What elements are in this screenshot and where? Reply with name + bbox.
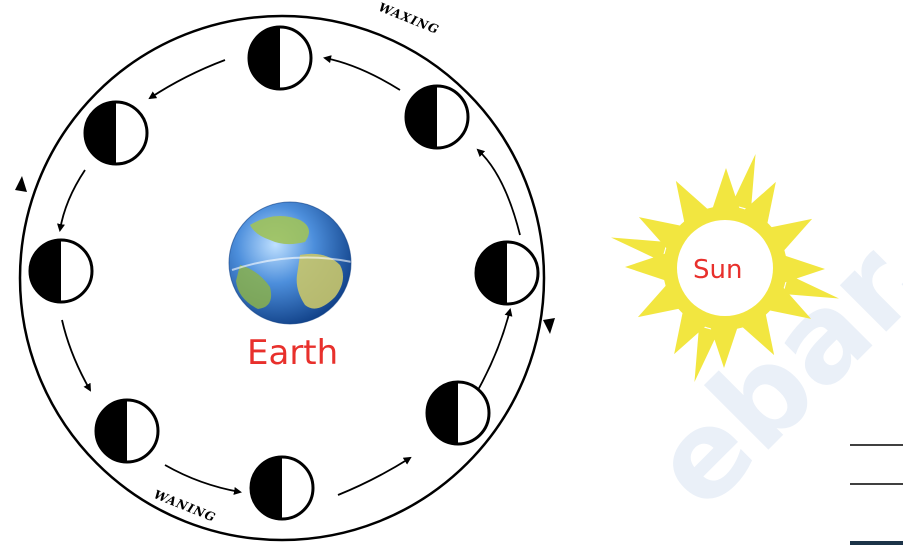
moon-phase-top-right bbox=[406, 86, 468, 148]
outer-arrow-left bbox=[15, 176, 27, 192]
orbit-arrow-8 bbox=[478, 310, 510, 390]
moon-phase-bottom-left bbox=[96, 400, 158, 462]
orbit-arrow-6 bbox=[165, 465, 240, 492]
moon-phase-right bbox=[476, 242, 538, 304]
moon-phase-left bbox=[30, 240, 92, 302]
orbit-arrow-7 bbox=[338, 458, 410, 495]
orbit-arrow-5 bbox=[62, 320, 90, 390]
moon-phase-top-left bbox=[85, 102, 147, 164]
moon-phase-bottom bbox=[251, 457, 313, 519]
moon-phase-bottom-right bbox=[427, 382, 489, 444]
orbit-arrow-1 bbox=[478, 150, 520, 235]
outer-arrow-right bbox=[543, 318, 555, 334]
orbit-arrow-4 bbox=[60, 170, 85, 230]
moon-phase-top bbox=[249, 27, 311, 89]
sun-label: Sun bbox=[693, 255, 742, 285]
waxing-label: WAXING bbox=[377, 0, 442, 37]
earth-label: Earth bbox=[247, 333, 338, 373]
waning-label: WANING bbox=[152, 487, 218, 525]
earth-globe-icon bbox=[229, 202, 352, 324]
orbit-arrow-2 bbox=[325, 58, 400, 90]
edge-lines bbox=[850, 445, 903, 543]
orbit-arrow-3 bbox=[150, 60, 225, 98]
